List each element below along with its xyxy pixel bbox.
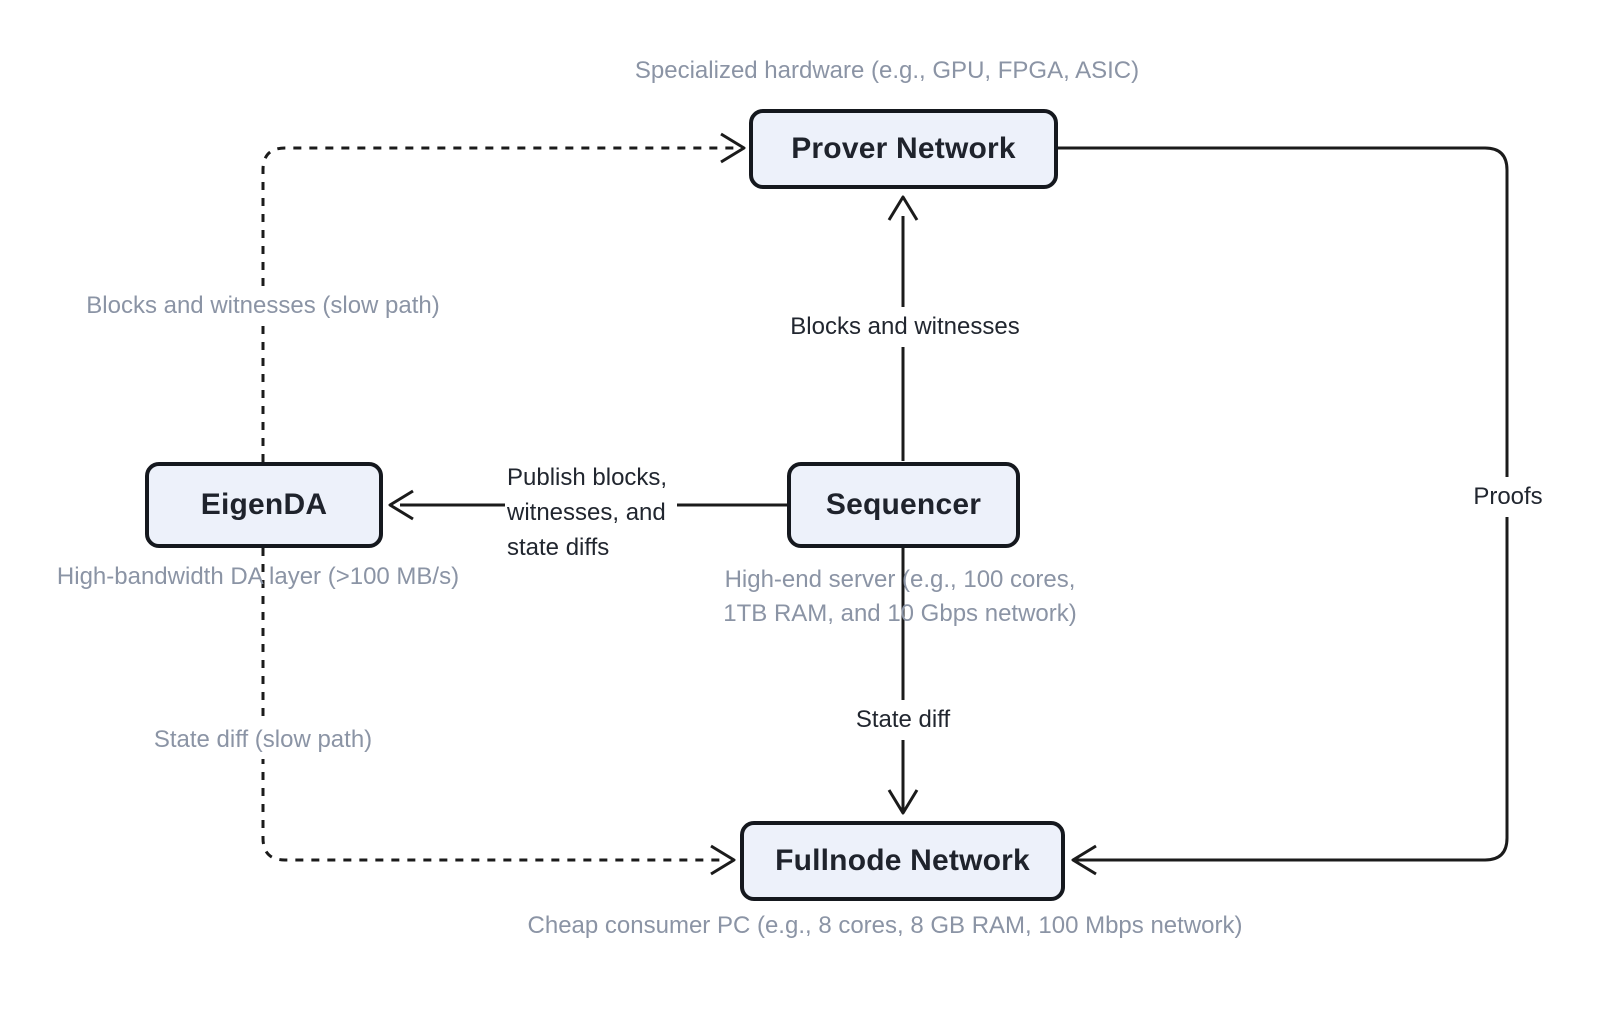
node-fullnode-network: Fullnode Network bbox=[740, 821, 1065, 901]
node-eigenda-label: EigenDA bbox=[200, 488, 328, 521]
edge-prover-fullnode bbox=[1058, 146, 1509, 862]
caption-slow-path-state-diff: State diff (slow path) bbox=[143, 721, 383, 759]
edge-label-publish-blocks: Publish blocks, witnesses, and state dif… bbox=[505, 458, 678, 567]
caption-eigenda-bandwidth: High-bandwidth DA layer (>100 MB/s) bbox=[56, 563, 460, 590]
arrowhead-left-eigenda bbox=[388, 489, 414, 521]
edge-label-state-diff: State diff bbox=[846, 700, 960, 740]
arrowhead-up-prover bbox=[887, 195, 919, 221]
node-eigenda: EigenDA bbox=[145, 462, 383, 548]
arrowhead-right-prover bbox=[720, 132, 746, 164]
node-sequencer: Sequencer bbox=[787, 462, 1020, 548]
arrowhead-down-fullnode bbox=[887, 789, 919, 815]
edge-eigenda-prover-dashed bbox=[261, 146, 734, 462]
node-fullnode-network-label: Fullnode Network bbox=[775, 844, 1030, 877]
edge-label-proofs: Proofs bbox=[1464, 477, 1552, 517]
edge-label-blocks-and-witnesses: Blocks and witnesses bbox=[781, 307, 1029, 347]
node-prover-network: Prover Network bbox=[749, 109, 1058, 189]
arrowhead-left-fullnode bbox=[1071, 844, 1097, 876]
edge-eigenda-fullnode-dashed bbox=[261, 548, 722, 862]
node-sequencer-label: Sequencer bbox=[825, 488, 982, 521]
arrowhead-right-fullnode bbox=[710, 844, 736, 876]
caption-slow-path-blocks: Blocks and witnesses (slow path) bbox=[76, 287, 450, 325]
node-prover-network-label: Prover Network bbox=[791, 132, 1016, 165]
caption-prover-hardware: Specialized hardware (e.g., GPU, FPGA, A… bbox=[634, 57, 1140, 84]
caption-fullnode-pc: Cheap consumer PC (e.g., 8 cores, 8 GB R… bbox=[527, 912, 1243, 939]
caption-sequencer-server: High-end server (e.g., 100 cores, 1TB RA… bbox=[723, 566, 1077, 627]
